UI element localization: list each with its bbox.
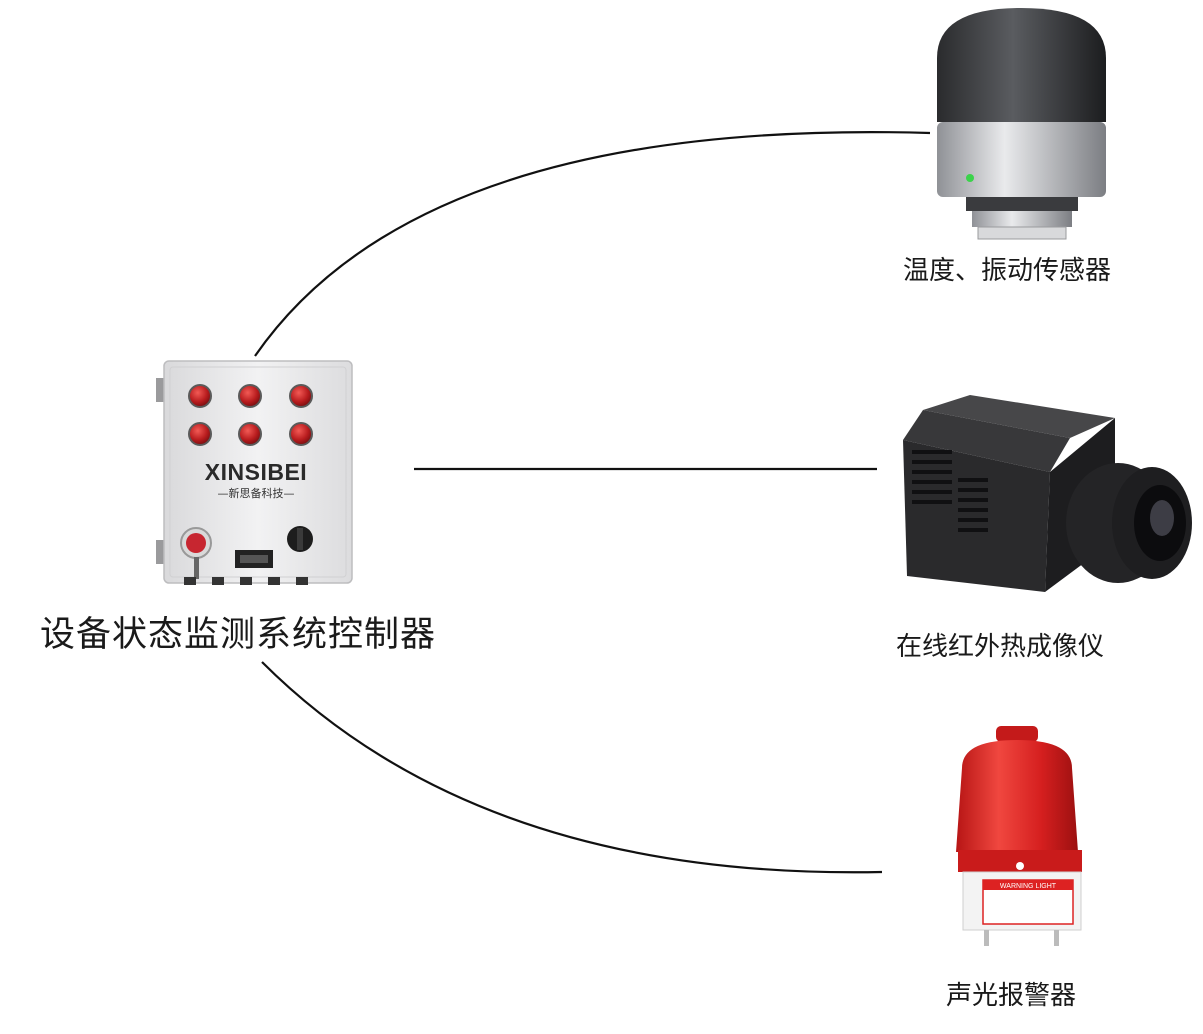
alarm-label: 声光报警器 <box>946 981 1077 1011</box>
status-led <box>966 174 974 182</box>
controller-brand: XINSIBEI <box>205 459 307 485</box>
connection-line-sensor <box>254 131 931 357</box>
controller-image: XINSIBEI —新思备科技— <box>156 360 353 585</box>
camera-image <box>903 395 1192 592</box>
rotary-knob <box>287 526 313 552</box>
alarm-plate-text: WARNING LIGHT <box>1000 883 1057 890</box>
controller-label: 设备状态监测系统控制器 <box>40 615 437 655</box>
camera-label: 在线红外热成像仪 <box>896 632 1105 662</box>
connection-line-alarm <box>261 661 883 874</box>
vent-slots <box>912 450 988 532</box>
alarm-image: WARNING LIGHT <box>956 726 1082 946</box>
cable-gland <box>184 577 308 585</box>
emergency-stop-button <box>180 527 212 579</box>
controller-brand-sub: —新思备科技— <box>218 486 295 500</box>
indicator-light <box>188 384 313 446</box>
sensor-label: 温度、振动传感器 <box>903 256 1112 286</box>
sensor-image <box>937 8 1106 240</box>
